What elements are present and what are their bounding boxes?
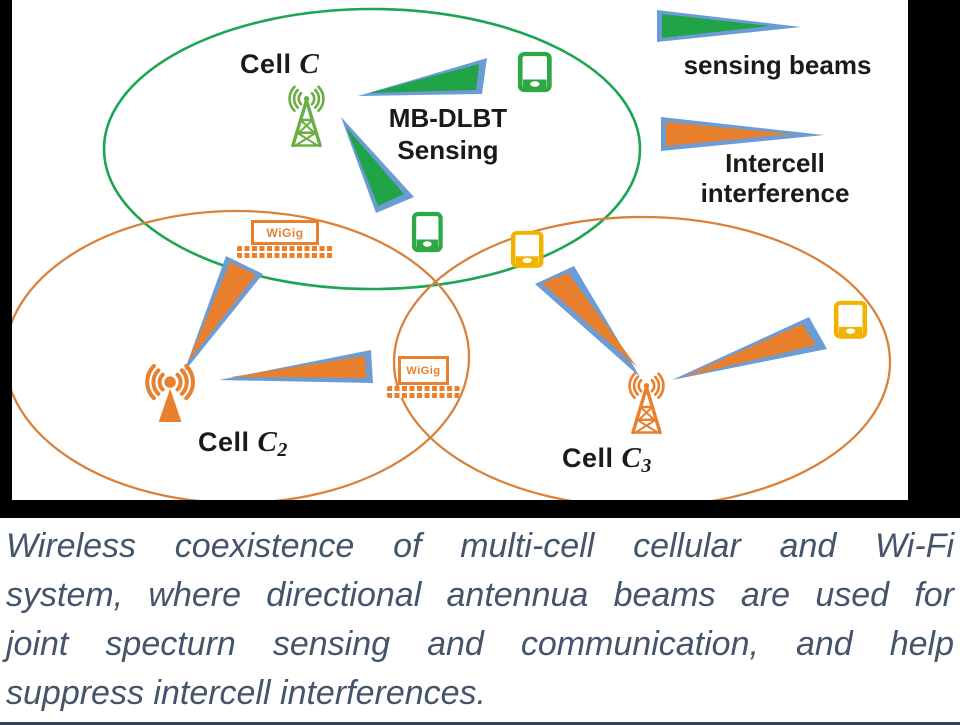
caption-line-2: system, where directional antennua beams… <box>6 576 954 614</box>
phone-icon-yellow-left <box>513 233 541 266</box>
cell-c-name: Cell <box>240 49 292 79</box>
legend-interference-label: Intercell interference <box>675 148 875 208</box>
cell-c3-name: Cell <box>562 443 614 473</box>
wigig-laptop-1: WiGig <box>237 220 333 258</box>
sensing-beam-down <box>341 117 414 213</box>
bottom-border <box>0 722 960 725</box>
cell-c2-name: Cell <box>198 427 250 457</box>
mb-dlbt-annotation: MB-DLBT Sensing <box>374 102 522 166</box>
c3-beam-right <box>672 317 827 380</box>
wigig-label-2: WiGig <box>397 356 450 385</box>
cell-c2-sub: 2 <box>277 439 288 461</box>
mb-dlbt-line1: MB-DLBT <box>388 103 508 133</box>
laptop-keyboard-icon <box>387 386 460 398</box>
cell-c2-antenna-icon <box>145 363 195 424</box>
left-black-bar <box>0 0 12 500</box>
caption-line-1: Wireless coexistence of multi-cell cellu… <box>6 527 954 565</box>
c2-beam-right <box>219 350 373 383</box>
cell-c3-label: Cell C3 <box>562 442 652 478</box>
cell-c-symbol: C <box>299 48 320 80</box>
cell-c3-sub: 3 <box>641 455 652 477</box>
laptop-keyboard-icon <box>237 246 333 258</box>
cell-c3-tower-icon <box>627 372 666 435</box>
cell-c-label: Cell C <box>240 48 319 84</box>
separator-bar <box>0 500 960 518</box>
cell-c2-label: Cell C2 <box>198 426 288 462</box>
cell-c2-symbol: C <box>257 426 278 458</box>
wigig-laptop-2: WiGig <box>387 356 460 398</box>
caption-line-4: suppress intercell interferences. <box>6 674 487 712</box>
cell-c3-ellipse <box>392 215 892 500</box>
diagram-svg <box>3 7 892 500</box>
sensing-beam-up <box>358 58 487 96</box>
legend-sensing-label: sensing beams <box>683 50 872 80</box>
legend-interference-line1: Intercell <box>725 148 825 178</box>
mb-dlbt-line2: Sensing <box>397 135 499 165</box>
legend-sensing-beam <box>657 10 801 42</box>
cell-c-tower-icon <box>287 85 326 148</box>
legend-interference-line2: interference <box>700 178 850 208</box>
phone-icon-yellow-right <box>836 303 865 337</box>
wigig-label-1: WiGig <box>251 220 319 245</box>
phone-icon-green-top <box>520 54 549 90</box>
figure-caption: Wireless coexistence of multi-cell cellu… <box>0 518 960 718</box>
legend-interference-beam <box>661 117 824 151</box>
cell-c-ellipse <box>102 7 642 291</box>
phone-icon-green-mid <box>414 214 441 250</box>
right-black-bar <box>908 0 960 500</box>
c3-beam-left <box>535 266 640 377</box>
caption-line-3: joint specturn sensing and communication… <box>6 625 954 663</box>
cell-c3-symbol: C <box>621 442 642 474</box>
c2-beam-up <box>184 256 263 372</box>
